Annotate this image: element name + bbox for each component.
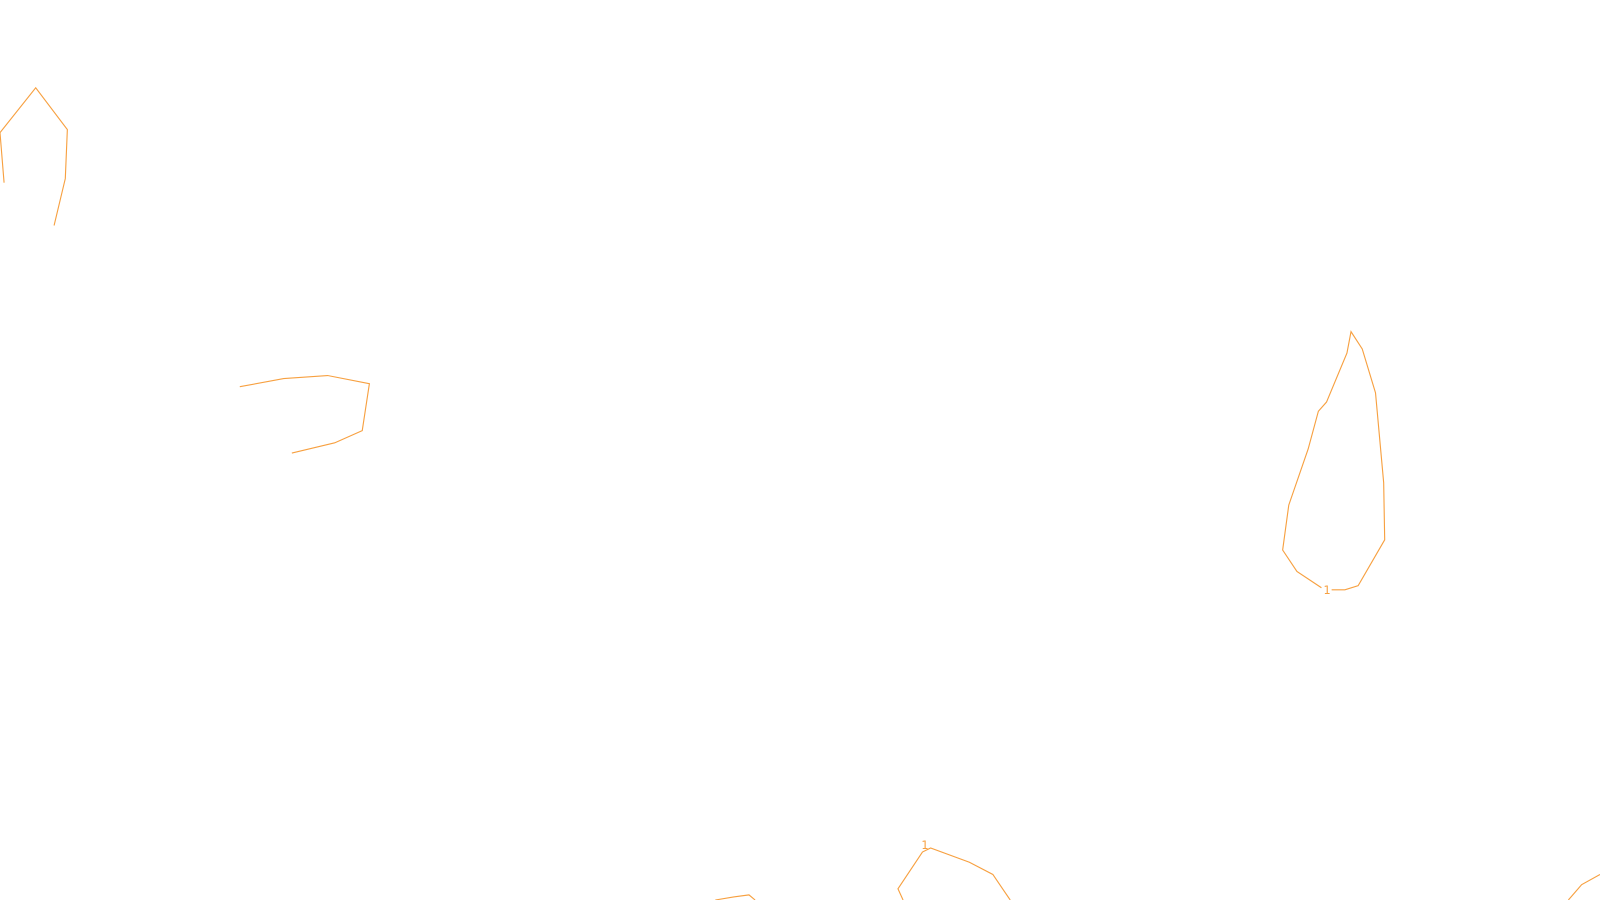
contour-line <box>897 847 1011 900</box>
contour-label: 1 <box>1323 584 1330 597</box>
contour-line <box>1567 873 1600 900</box>
contour-label: 1 <box>921 839 928 852</box>
contour-line <box>715 894 756 900</box>
contour-line <box>239 374 371 454</box>
contour-line <box>0 86 68 226</box>
contour-line <box>1282 330 1386 591</box>
